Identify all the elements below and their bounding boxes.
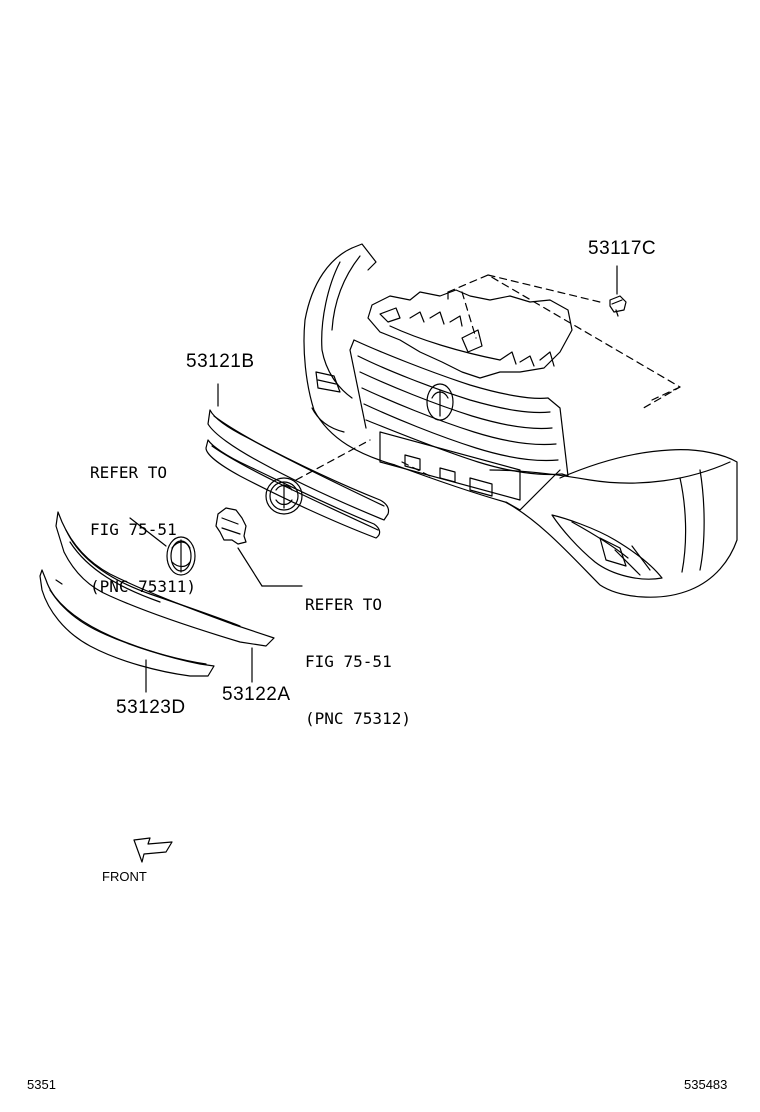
- reference-line-3: (PNC 75312): [305, 709, 411, 728]
- radiator-grille-53121B: [206, 384, 389, 538]
- grille-moulding-53122A: [56, 512, 274, 682]
- reference-line-1: REFER TO: [305, 595, 383, 614]
- emblem-base-75312: [216, 508, 302, 586]
- reference-line-2: FIG 75-51: [305, 652, 392, 671]
- part-label-53123D: 53123D: [116, 697, 186, 718]
- reference-line-2: FIG 75-51: [90, 520, 177, 539]
- part-label-53121B: 53121B: [186, 351, 255, 372]
- emblem-75311: [130, 518, 195, 575]
- dashed-reference-lines: [296, 275, 680, 480]
- reference-line-3: (PNC 75311): [90, 577, 196, 596]
- reference-note-75311: REFER TO FIG 75-51 (PNC 75311): [90, 425, 196, 615]
- footer-right-code: 535483: [684, 1077, 728, 1092]
- grille-moulding-53123D: [40, 570, 214, 692]
- front-bumper-assembly: [304, 244, 737, 597]
- part-label-53117C: 53117C: [588, 238, 657, 259]
- footer-left-code: 5351: [27, 1077, 56, 1092]
- reference-note-75312: REFER TO FIG 75-51 (PNC 75312): [305, 557, 411, 747]
- part-label-53122A: 53122A: [222, 684, 291, 705]
- front-arrow-icon: [134, 838, 172, 862]
- reference-line-1: REFER TO: [90, 463, 168, 482]
- front-direction-label: FRONT: [102, 869, 147, 884]
- clip-53117C: [610, 266, 626, 316]
